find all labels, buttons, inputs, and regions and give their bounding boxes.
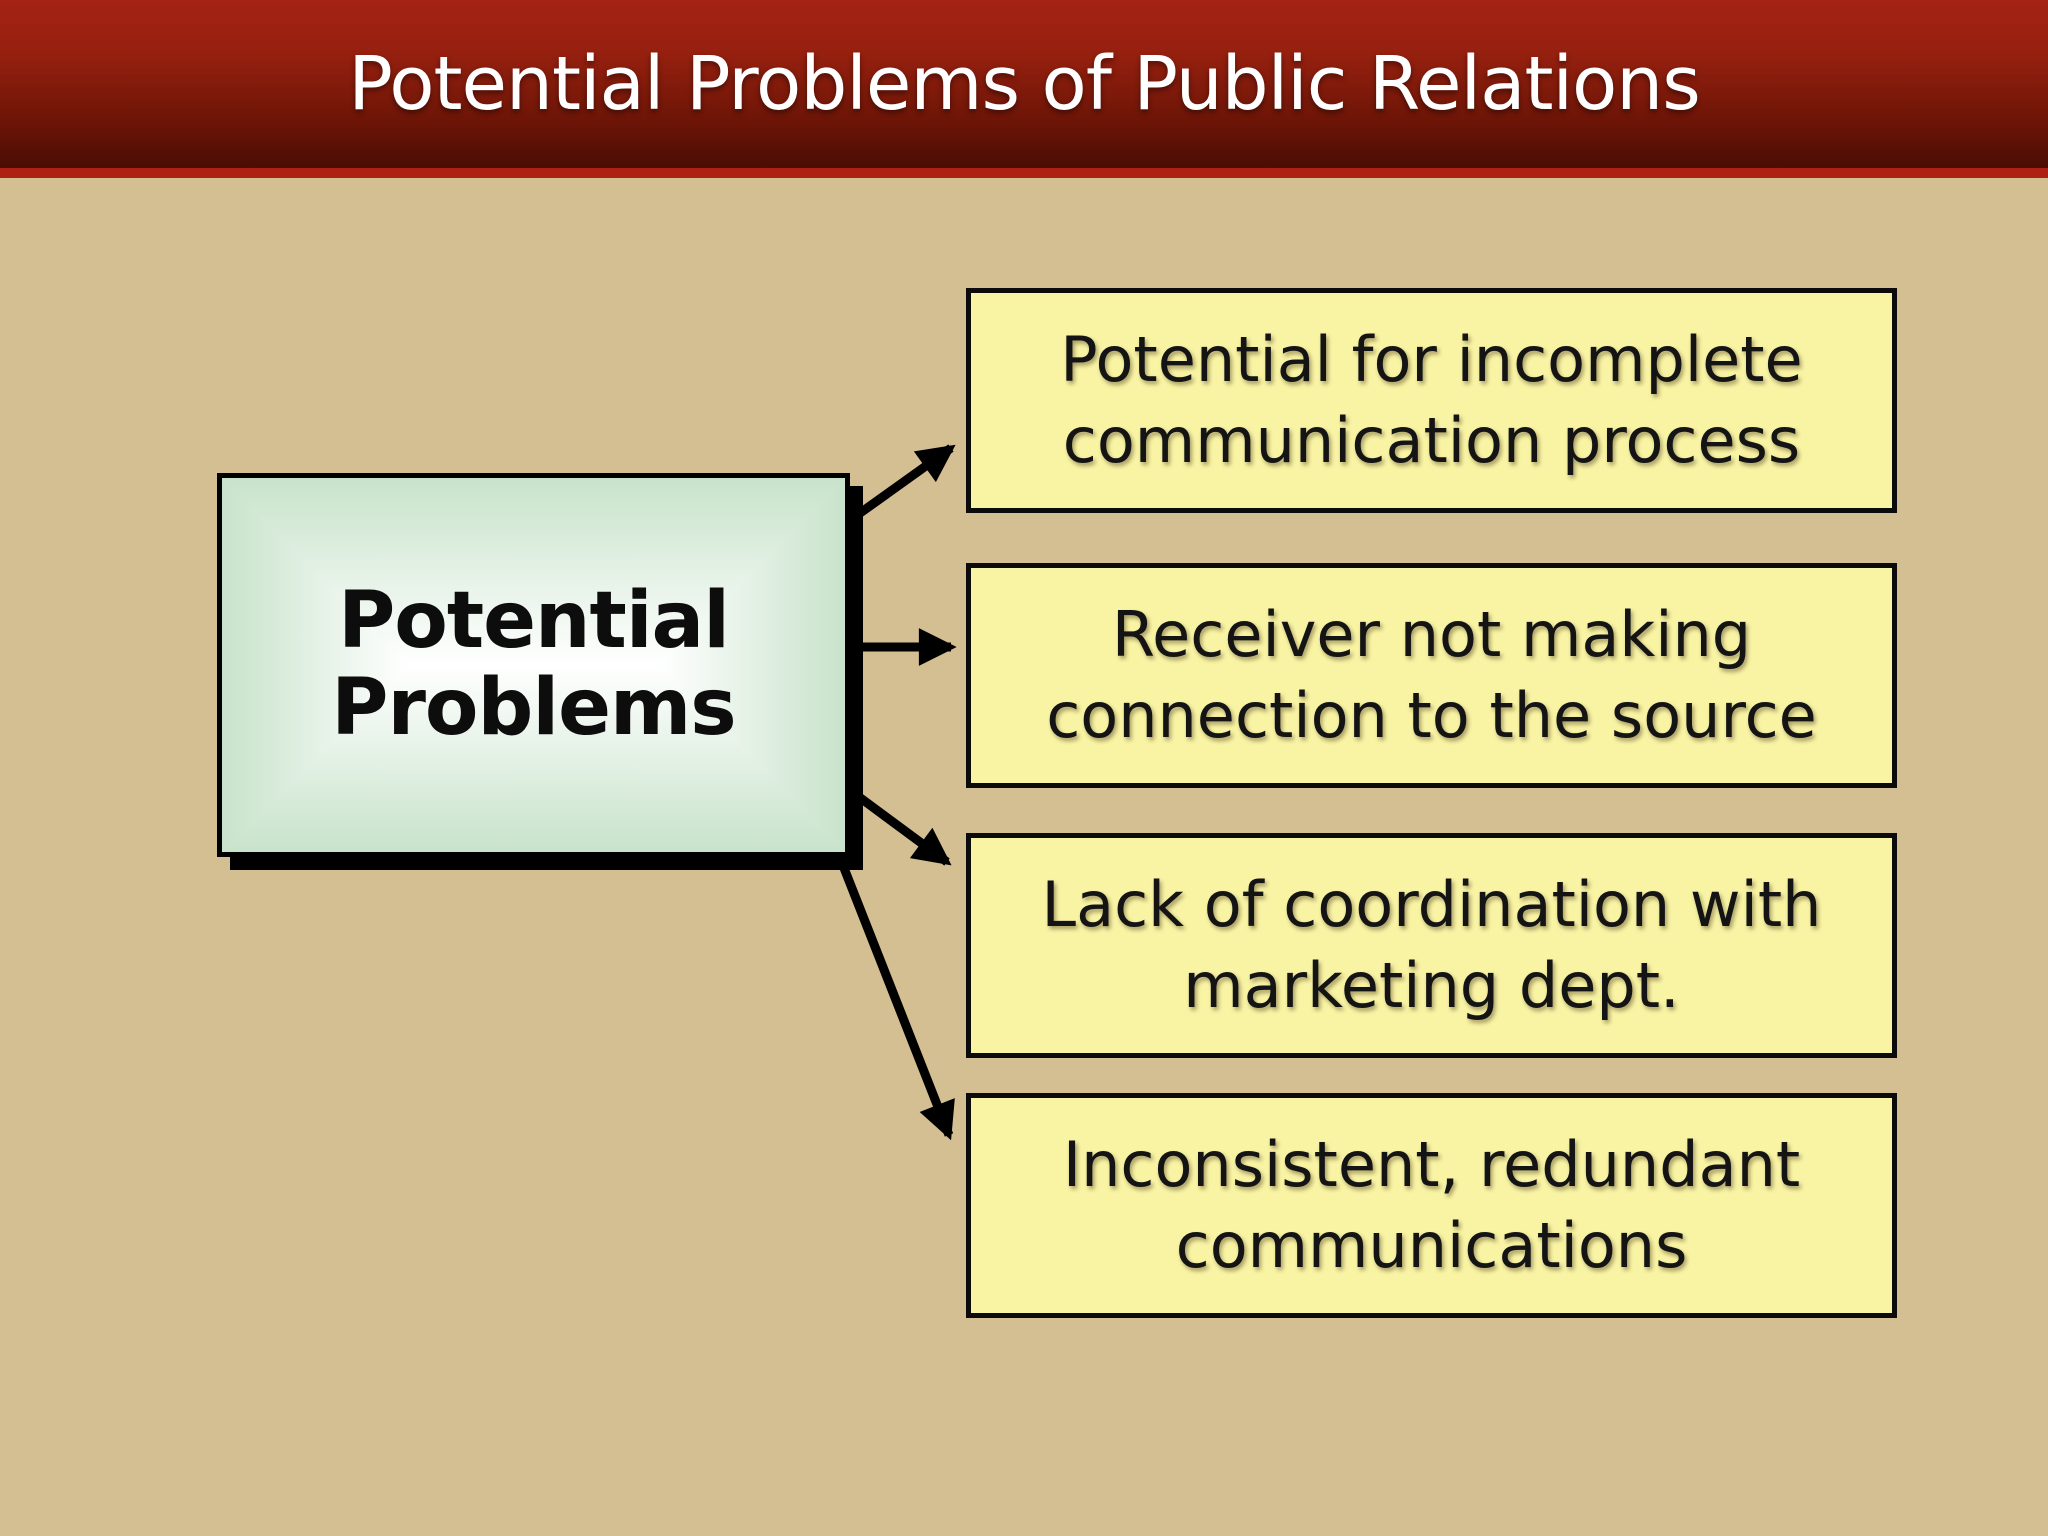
arrow-to-box-1 (846, 444, 956, 525)
problem-box-text: Lack of coordination with marketing dept… (1041, 867, 1822, 1022)
arrow-to-box-4 (839, 866, 955, 1141)
problem-box-text: Inconsistent, redundant communications (1062, 1127, 1801, 1282)
problem-box-inconsistent-communications: Inconsistent, redundant communications (966, 1093, 1897, 1318)
problem-box-incomplete-communication: Potential for incomplete communication p… (966, 288, 1897, 513)
problem-box-text: Potential for incomplete communication p… (1060, 322, 1803, 477)
potential-problems-label: Potential Problems (331, 575, 736, 753)
arrow-to-box-3 (848, 787, 952, 866)
problem-box-receiver-connection: Receiver not making connection to the so… (966, 563, 1897, 788)
title-bar: Potential Problems of Public Relations (0, 0, 2048, 178)
problem-box-text: Receiver not making connection to the so… (1046, 597, 1817, 752)
potential-problems-box: Potential Problems (217, 473, 850, 857)
slide-title: Potential Problems of Public Relations (348, 41, 1701, 127)
problem-box-coordination: Lack of coordination with marketing dept… (966, 833, 1897, 1058)
